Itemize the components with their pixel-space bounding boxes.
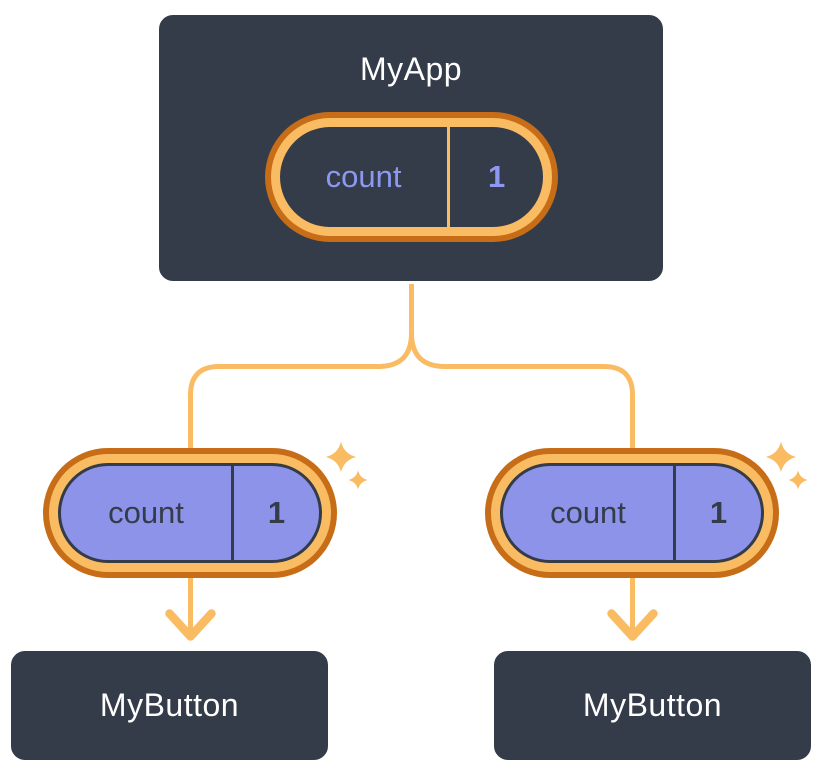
child-node-title: MyButton [582, 687, 723, 723]
prop-pill-ring: count 1 [491, 454, 773, 572]
state-pill-divider [447, 127, 451, 227]
prop-pill-label: count [550, 495, 626, 530]
child-node-right: MyButton [492, 649, 813, 762]
sparkle-icon [765, 441, 797, 473]
state-pill-ring: count 1 [271, 118, 552, 236]
prop-pill-right: count 1 [485, 448, 779, 578]
prop-pill-label: count [108, 495, 184, 530]
state-pill-body: count 1 [280, 127, 543, 227]
prop-pill-body: count 1 [58, 463, 322, 563]
prop-pill-ring: count 1 [49, 454, 331, 572]
child-node-title: MyButton [99, 687, 240, 723]
child-node-left: MyButton [9, 649, 330, 762]
prop-pill-body: count 1 [500, 463, 764, 563]
connector-right-branch [409, 284, 635, 632]
prop-pill-divider [231, 466, 234, 560]
arrowhead-left-icon [165, 609, 216, 641]
connector-left-branch [188, 284, 414, 632]
prop-pill-divider [673, 466, 676, 560]
state-pill-label: count [325, 159, 402, 194]
prop-pill-value: 1 [709, 495, 728, 530]
state-pill-value: 1 [487, 159, 506, 194]
sparkle-icon [348, 470, 368, 490]
prop-pill-value: 1 [267, 495, 286, 530]
root-node-title: MyApp [359, 51, 463, 87]
sparkle-icon [788, 470, 808, 490]
state-pill: count 1 [265, 112, 558, 242]
prop-pill-left: count 1 [43, 448, 337, 578]
arrowhead-right-icon [607, 609, 658, 641]
sparkle-icon [325, 441, 357, 473]
